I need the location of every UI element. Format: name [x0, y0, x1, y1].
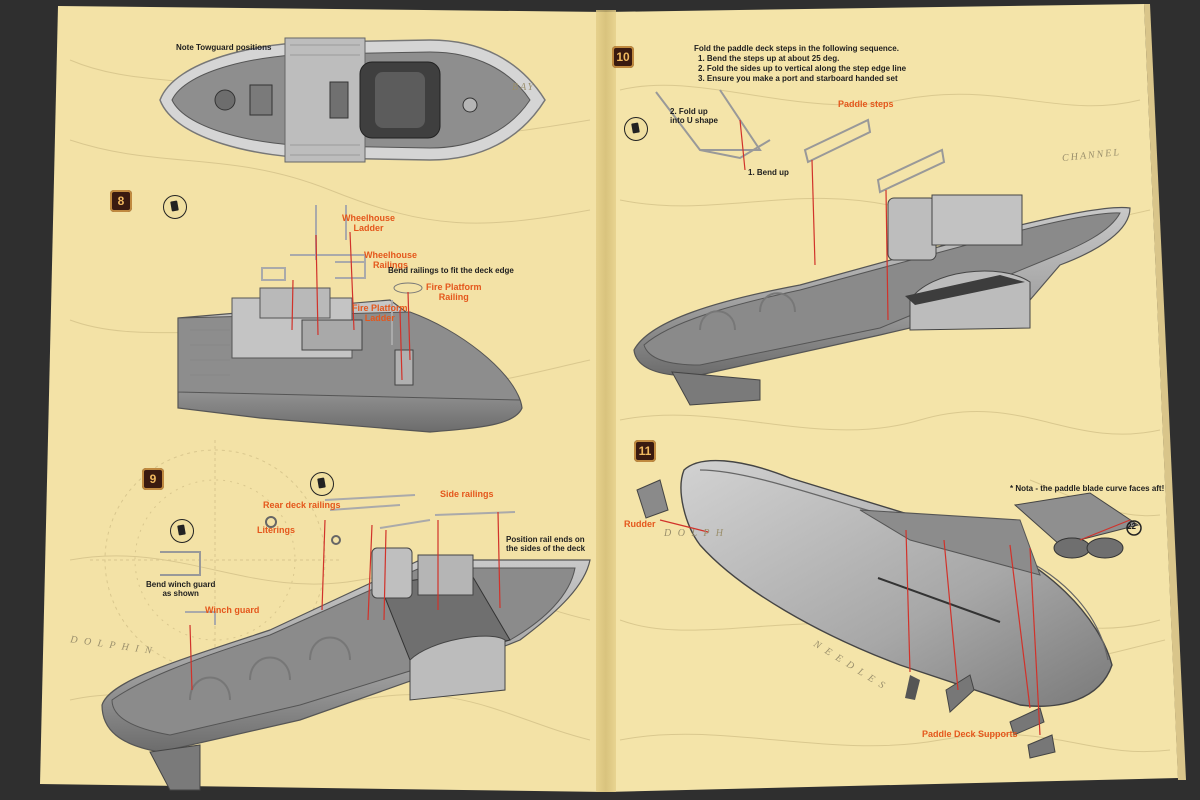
step9-ship	[101, 494, 591, 791]
step10-ship	[633, 89, 1131, 406]
step10-instructions: Fold the paddle deck steps in the follow…	[694, 44, 907, 83]
step10-badge: 10	[612, 46, 634, 68]
photo-etch-icon	[163, 195, 187, 219]
side-railings-label: Side railings	[440, 489, 494, 499]
paddle-blade-note: * Nota - the paddle blade curve faces af…	[1010, 484, 1165, 493]
map-label-dolphin-right: D O L P H	[664, 528, 725, 539]
step8-ship	[177, 205, 523, 433]
literings-label: Literings	[257, 525, 296, 535]
map-label-bay: BAY	[512, 82, 536, 93]
center-fold	[596, 10, 616, 792]
rudder-label: Rudder	[624, 519, 656, 529]
bend-up-note: 1. Bend up	[748, 168, 789, 177]
paddle-steps-label: Paddle steps	[838, 99, 894, 109]
step9-badge: 9	[142, 468, 164, 490]
plan-view-ship	[159, 37, 546, 163]
photo-etch-icon	[624, 117, 648, 141]
part-number-label: 22	[1127, 522, 1136, 531]
rear-deck-railings-label: Rear deck railings	[263, 500, 341, 510]
step11-badge: 11	[634, 440, 656, 462]
top-note: Note Towguard positions	[176, 43, 272, 52]
bend-railings-note: Bend railings to fit the deck edge	[388, 266, 514, 275]
step8-badge: 8	[110, 190, 132, 212]
step11-hull	[636, 459, 1142, 759]
paddle-deck-supports-label: Paddle Deck Supports	[922, 729, 1018, 739]
winch-guard-label: Winch guard	[205, 605, 260, 615]
photo-etch-icon	[170, 519, 194, 543]
photo-etch-icon	[310, 472, 334, 496]
